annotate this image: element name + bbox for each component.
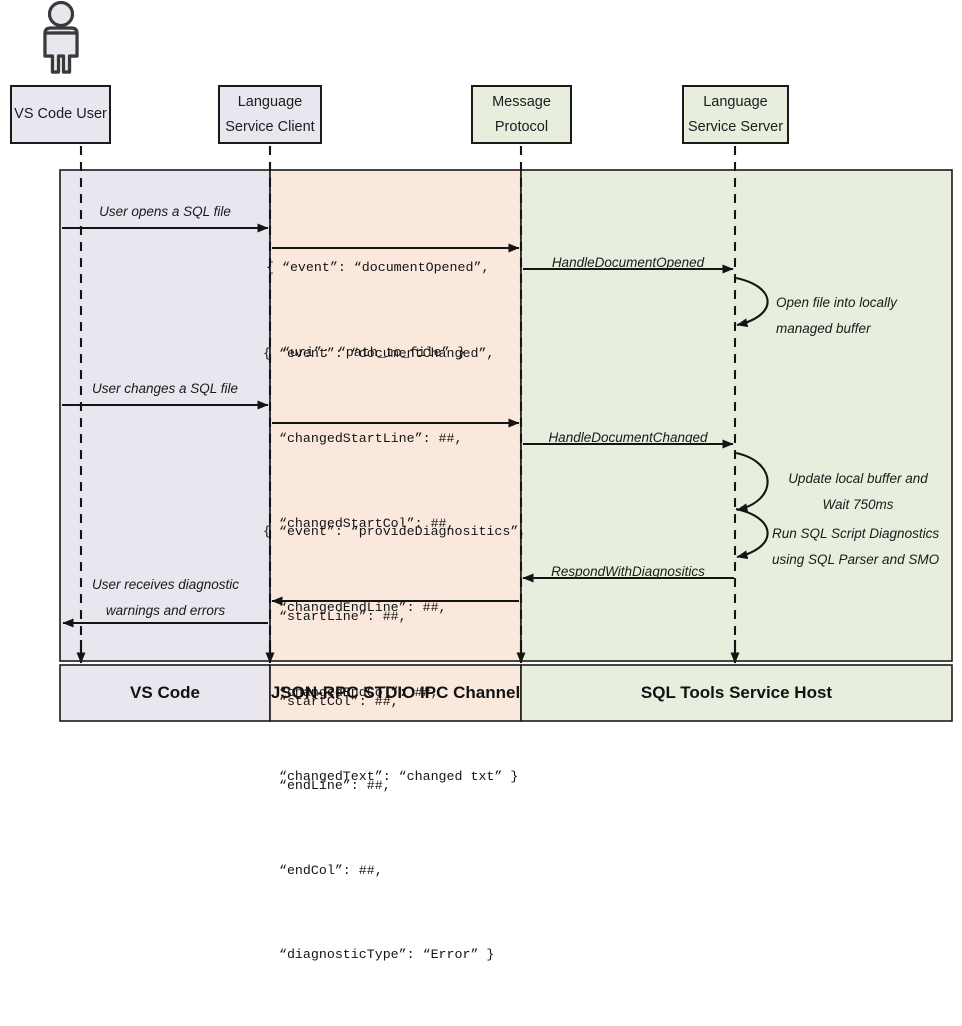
band-label-text: VS Code bbox=[130, 683, 200, 702]
payload-line: “changedEndLine”: ##, bbox=[263, 600, 447, 616]
band-label-ipc-channel: JSON-RPC STDIO IPC Channel bbox=[270, 665, 521, 721]
self-call-label-line: Run SQL Script Diagnostics bbox=[772, 526, 940, 541]
self-call-label-line: Wait 750ms bbox=[822, 497, 894, 513]
self-call-label-line: managed buffer bbox=[776, 321, 871, 337]
payload-line: “endLine”: ##, bbox=[263, 778, 391, 794]
sequence-diagram-canvas: VS Code User Language Service Client Mes… bbox=[10, 0, 962, 962]
self-loop-open-file-buffer bbox=[735, 276, 769, 328]
self-call-loops bbox=[735, 276, 769, 560]
band-ipc bbox=[269, 169, 522, 662]
message-label-line: User receives diagnostic bbox=[91, 577, 240, 592]
diagram-vector-layer bbox=[43, 0, 953, 722]
payload-line: “startLine”: ##, bbox=[263, 608, 407, 624]
payload-line: “endCol”: ##, bbox=[263, 862, 383, 878]
label-user-opens-sql-file: User opens a SQL file bbox=[62, 199, 268, 225]
label-respond-with-diagnositics: RespondWithDiagnositics bbox=[523, 559, 733, 585]
lifelines bbox=[79, 146, 737, 655]
message-label-line: HandleDocumentOpened bbox=[551, 255, 705, 270]
message-arrows bbox=[62, 223, 734, 628]
payload-provide-diagnositics: { “event”: “provideDiagnositics”, “start… bbox=[263, 462, 526, 1026]
payload-line: { “event”: “provideDiagnositics”, bbox=[263, 524, 527, 540]
band-label-vs-code: VS Code bbox=[60, 665, 270, 721]
label-run-diagnostics: Run SQL Script Diagnostics using SQL Par… bbox=[772, 521, 962, 574]
payload-line: “diagnosticType”: “Error” } bbox=[263, 947, 495, 963]
payload-line: “changedStartCol”: ##, bbox=[263, 515, 455, 531]
message-label-line: RespondWithDiagnositics bbox=[551, 564, 705, 579]
footer-box-ipc bbox=[269, 664, 522, 722]
band-host bbox=[520, 169, 953, 662]
payload-document-opened: { “event”: “documentOpened”, “uri”: “pat… bbox=[266, 198, 489, 424]
self-loop-update-buffer-wait bbox=[735, 451, 769, 513]
band-vscode bbox=[59, 169, 271, 662]
participant-label-line: VS Code User bbox=[14, 106, 107, 123]
payload-line: { “event”: “documentOpened”, bbox=[266, 260, 490, 276]
band-footer-boxes bbox=[59, 664, 953, 722]
message-label-line: warnings and errors bbox=[105, 603, 226, 619]
label-update-buffer-wait: Update local buffer and Wait 750ms bbox=[768, 466, 948, 519]
label-handle-document-opened: HandleDocumentOpened bbox=[523, 250, 733, 276]
band-label-text: JSON-RPC STDIO IPC Channel bbox=[270, 683, 521, 702]
participant-label-line: Service Server bbox=[687, 118, 784, 135]
label-handle-document-changed: HandleDocumentChanged bbox=[523, 425, 733, 451]
payload-line: “changedStartLine”: ##, bbox=[263, 430, 463, 446]
message-label-line: HandleDocumentChanged bbox=[548, 430, 708, 445]
vs-code-user-actor-icon bbox=[43, 0, 79, 74]
payload-line: { “event”: “documentChanged”, bbox=[263, 346, 495, 362]
participant-language-service-client[interactable]: Language Service Client bbox=[218, 85, 322, 144]
participant-language-service-server[interactable]: Language Service Server bbox=[682, 85, 789, 144]
message-label-line: User opens a SQL file bbox=[99, 204, 231, 219]
payload-line: “startCol”: ##, bbox=[263, 693, 399, 709]
payload-line: “uri”: “path_to_file” } bbox=[266, 344, 466, 360]
self-call-label-line: using SQL Parser and SMO bbox=[772, 552, 940, 568]
participant-label-line: Protocol bbox=[494, 118, 549, 135]
participant-vs-code-user[interactable]: VS Code User bbox=[10, 85, 111, 144]
self-call-label-line: Open file into locally bbox=[776, 295, 897, 310]
self-loop-run-diagnostics bbox=[735, 507, 769, 560]
message-label-line: User changes a SQL file bbox=[91, 381, 239, 396]
footer-box-host bbox=[520, 664, 953, 722]
participant-message-protocol[interactable]: Message Protocol bbox=[471, 85, 572, 144]
payload-line: “changedEndCol”: ##, bbox=[263, 684, 439, 700]
lifeline-terminators bbox=[76, 640, 740, 664]
band-label-sql-tools-service-host: SQL Tools Service Host bbox=[521, 665, 952, 721]
participant-label-line: Service Client bbox=[225, 118, 315, 135]
participant-label-line: Language bbox=[703, 93, 768, 110]
self-call-label-line: Update local buffer and bbox=[788, 471, 928, 486]
label-open-file-buffer: Open file into locally managed buffer bbox=[776, 290, 956, 343]
label-user-changes-sql-file: User changes a SQL file bbox=[62, 376, 268, 402]
participant-label-line: Language bbox=[237, 93, 303, 110]
label-user-receives-diagnostics: User receives diagnostic warnings and er… bbox=[63, 572, 268, 625]
participant-label-line: Message bbox=[492, 93, 551, 110]
band-backgrounds bbox=[59, 169, 953, 662]
band-label-text: SQL Tools Service Host bbox=[640, 683, 833, 702]
